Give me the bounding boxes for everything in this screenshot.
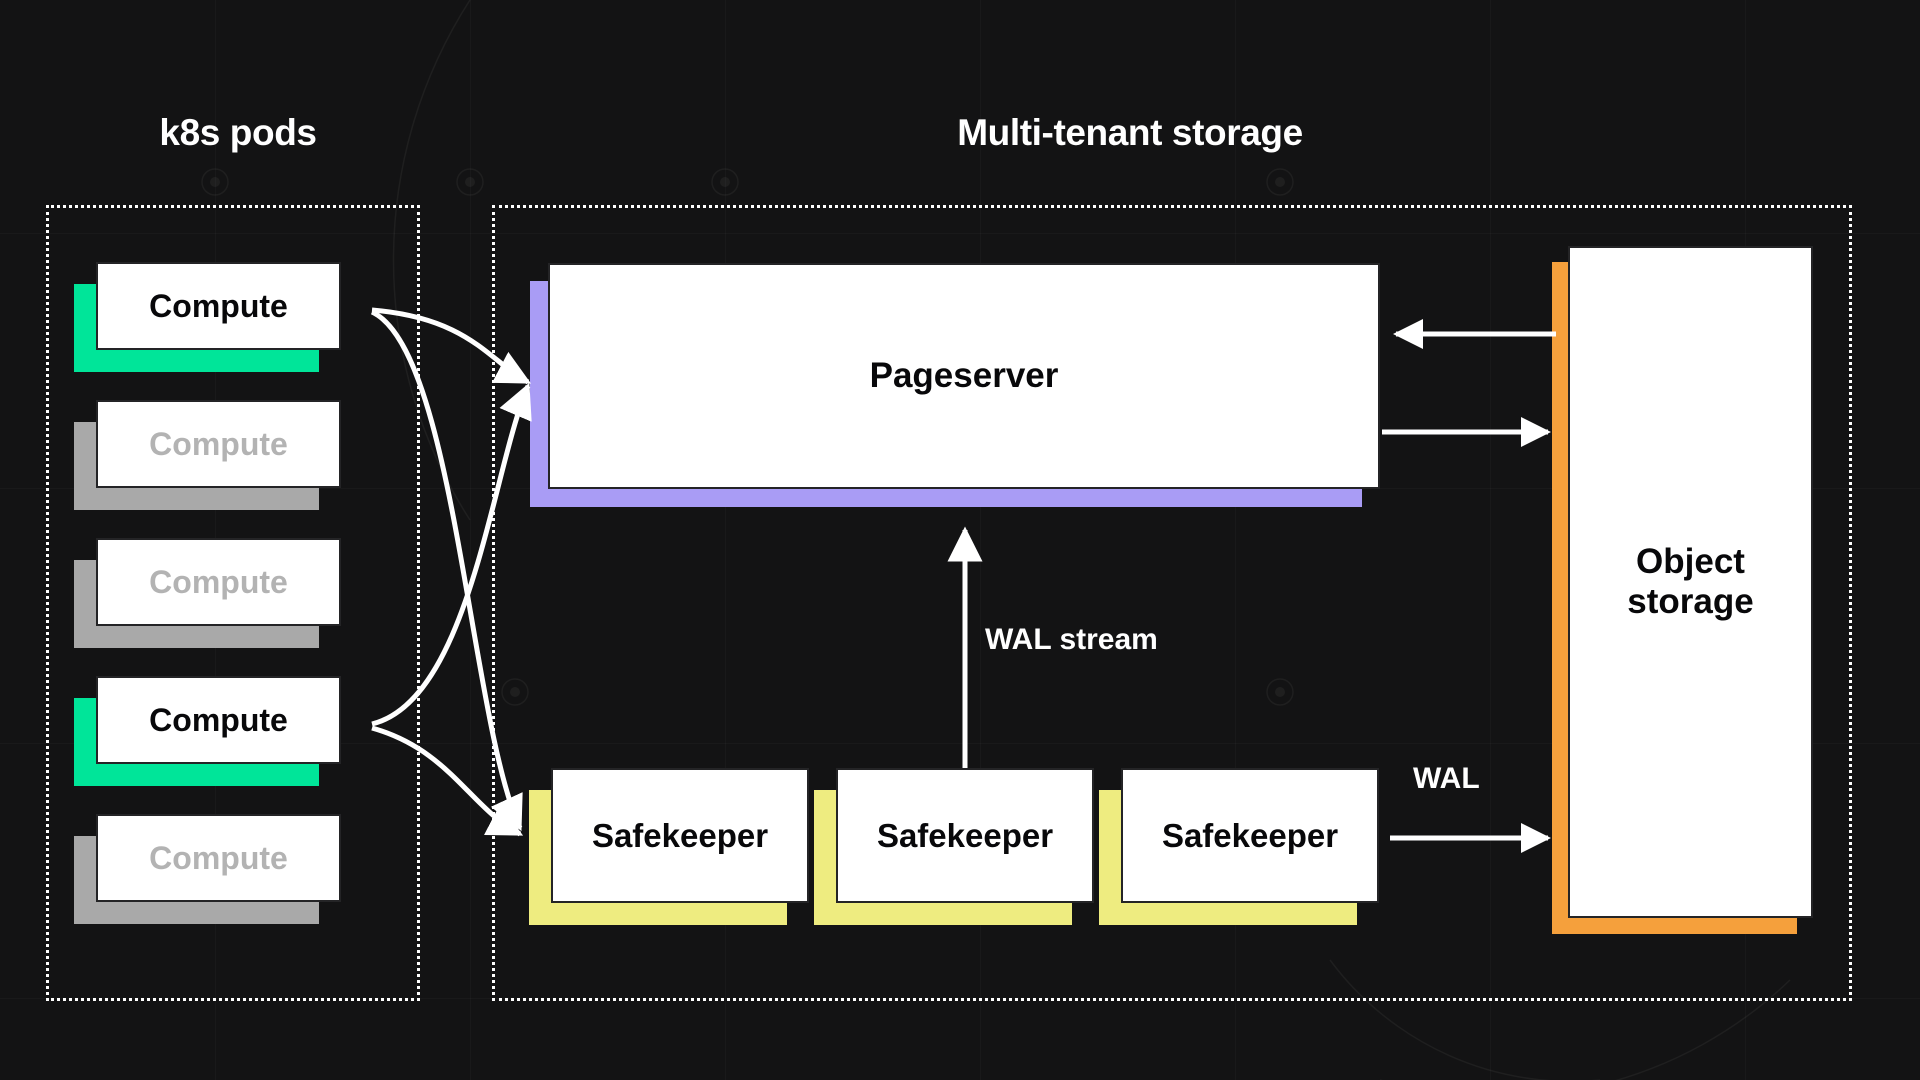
node-label: Compute — [96, 400, 341, 488]
node-label: Compute — [96, 538, 341, 626]
node-label-line2: storage — [1627, 582, 1754, 621]
object-storage-accent-shadow — [1552, 262, 1797, 934]
compute-accent-shadow — [74, 698, 319, 786]
safekeeper-accent-shadow — [1099, 790, 1357, 925]
node-label: Compute — [96, 676, 341, 764]
node-label-group: Object storage — [1568, 246, 1813, 918]
node-safekeeper-2[interactable]: Safekeeper — [814, 768, 1094, 925]
node-label: Compute — [96, 814, 341, 902]
node-label: Safekeeper — [551, 768, 809, 903]
compute-accent-shadow — [74, 422, 319, 510]
node-compute-3[interactable]: Compute — [74, 538, 341, 648]
node-label: Safekeeper — [836, 768, 1094, 903]
compute-accent-shadow — [74, 836, 319, 924]
edge-label-wal: WAL — [1413, 762, 1480, 795]
node-compute-1[interactable]: Compute — [74, 262, 341, 372]
node-label: Safekeeper — [1121, 768, 1379, 903]
section-title-multi-tenant-storage: Multi-tenant storage — [957, 112, 1303, 153]
node-label-line1: Object — [1636, 542, 1745, 582]
safekeeper-accent-shadow — [529, 790, 787, 925]
node-label: Compute — [96, 262, 341, 350]
node-label: Pageserver — [548, 263, 1380, 489]
node-pageserver[interactable]: Pageserver — [530, 263, 1380, 507]
section-title-k8s-pods: k8s pods — [159, 112, 317, 153]
node-safekeeper-1[interactable]: Safekeeper — [529, 768, 809, 925]
safekeeper-accent-shadow — [814, 790, 1072, 925]
node-compute-5[interactable]: Compute — [74, 814, 341, 924]
compute-accent-shadow — [74, 560, 319, 648]
node-object-storage[interactable]: Object storage — [1552, 246, 1813, 934]
node-compute-2[interactable]: Compute — [74, 400, 341, 510]
node-compute-4[interactable]: Compute — [74, 676, 341, 786]
node-safekeeper-3[interactable]: Safekeeper — [1099, 768, 1379, 925]
pageserver-accent-shadow — [530, 281, 1362, 507]
compute-accent-shadow — [74, 284, 319, 372]
edge-label-wal-stream: WAL stream — [985, 623, 1158, 656]
